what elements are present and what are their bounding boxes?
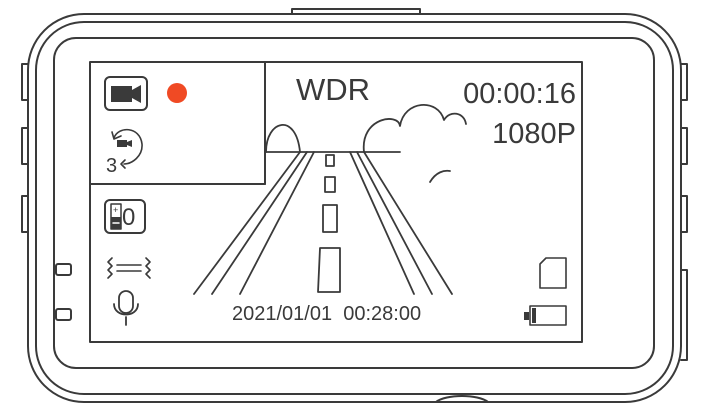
- date-time-stamp: 2021/01/01 00:28:00: [232, 303, 421, 325]
- sd-card-icon: [539, 257, 567, 289]
- motion-detection-icon: [107, 257, 151, 279]
- video-camera-icon: [104, 76, 148, 111]
- exposure-value: 0: [122, 204, 135, 231]
- svg-text:+: +: [113, 205, 118, 215]
- led-indicator-bottom: [55, 308, 72, 321]
- device-body: [21, 8, 688, 403]
- microphone-icon: [113, 290, 139, 326]
- device-base: [435, 395, 489, 403]
- resolution-label: 1080P: [492, 118, 576, 150]
- loop-recording-minutes: 3: [106, 155, 117, 177]
- road-scene: [193, 104, 467, 295]
- recording-elapsed-time: 00:00:16: [463, 78, 576, 110]
- loop-recording-icon: [111, 128, 143, 169]
- record-dot-icon: [167, 83, 187, 103]
- exposure-compensation-icon: +: [104, 199, 146, 234]
- battery-icon: [524, 305, 567, 326]
- display: 3 + 0 WDR 00:00:16 1080P: [89, 61, 583, 343]
- wdr-label: WDR: [296, 72, 370, 107]
- led-indicator-top: [55, 263, 72, 276]
